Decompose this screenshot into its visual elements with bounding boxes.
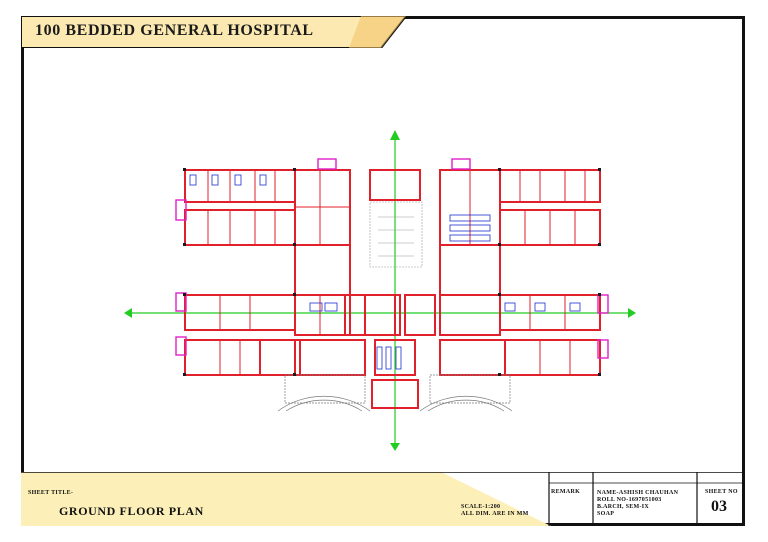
title-block-frame (21, 472, 745, 526)
central-block-walls (349, 169, 436, 409)
right-wing-partitions (469, 170, 586, 375)
sheet-heading: 100 BEDDED GENERAL HOSPITAL (35, 22, 314, 39)
course-info: B.ARCH, SEM-IX (597, 504, 650, 510)
staircases (175, 158, 609, 359)
left-wing-partitions (207, 170, 350, 375)
central-hall-grid (369, 201, 423, 268)
left-wing-walls (184, 169, 401, 376)
title-banner: 100 BEDDED GENERAL HOSPITAL (21, 16, 406, 48)
grid-axis-lines (128, 133, 632, 447)
sheet-border (21, 16, 745, 526)
remark-label: REMARK (551, 489, 581, 495)
sheet-title-value: GROUND FLOOR PLAN (59, 504, 204, 518)
student-details: NAME-ASHISH CHAUHAN ROLL NO-1697051003 B… (597, 490, 678, 518)
institute-name: SOAP (597, 511, 615, 517)
roll-number: ROLL NO-1697051003 (597, 497, 662, 503)
dimension-unit-text: ALL DIM. ARE IN MM (461, 511, 529, 517)
furniture-beds (189, 174, 581, 370)
entrance-ramps (277, 374, 513, 412)
ground-floor-plan-drawing (124, 130, 636, 451)
axis-markers (124, 130, 636, 451)
structural-columns (183, 168, 601, 376)
scale-text: SCALE-1:200 (461, 504, 501, 510)
student-name: NAME-ASHISH CHAUHAN (597, 490, 679, 496)
sheet-title-label: SHEET TITLE- (28, 490, 74, 496)
title-banner-shape (21, 16, 406, 48)
sheet-number-value: 03 (711, 498, 727, 515)
title-block: SHEET TITLE- GROUND FLOOR PLAN SCALE-1:2… (21, 472, 745, 526)
scale-note: SCALE-1:200 ALL DIM. ARE IN MM (461, 504, 529, 518)
sheet-number-label: SHEET NO (705, 489, 738, 495)
